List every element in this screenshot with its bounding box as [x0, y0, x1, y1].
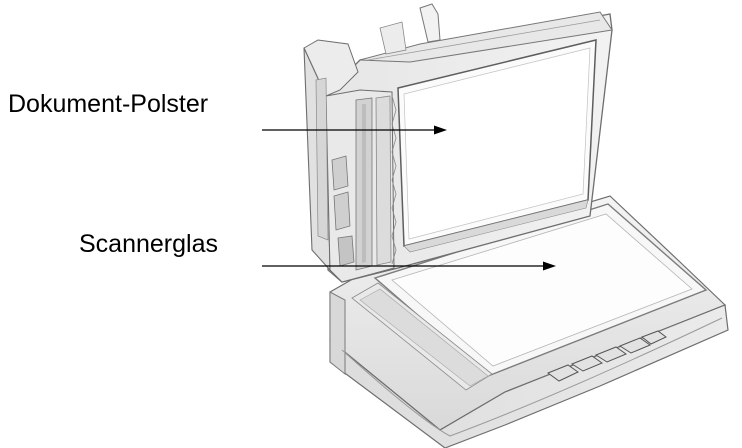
callout-arrows — [262, 125, 556, 271]
control-buttons — [546, 330, 667, 382]
adf-mechanism — [303, 39, 397, 283]
scanner-glass-label: Scannerglas — [79, 230, 218, 258]
pad-arrowhead — [434, 125, 447, 135]
scanner-glass — [351, 203, 708, 391]
document-pad — [397, 39, 597, 253]
glass-arrowhead — [543, 261, 556, 271]
document-pad-label: Dokument-Polster — [8, 90, 209, 118]
